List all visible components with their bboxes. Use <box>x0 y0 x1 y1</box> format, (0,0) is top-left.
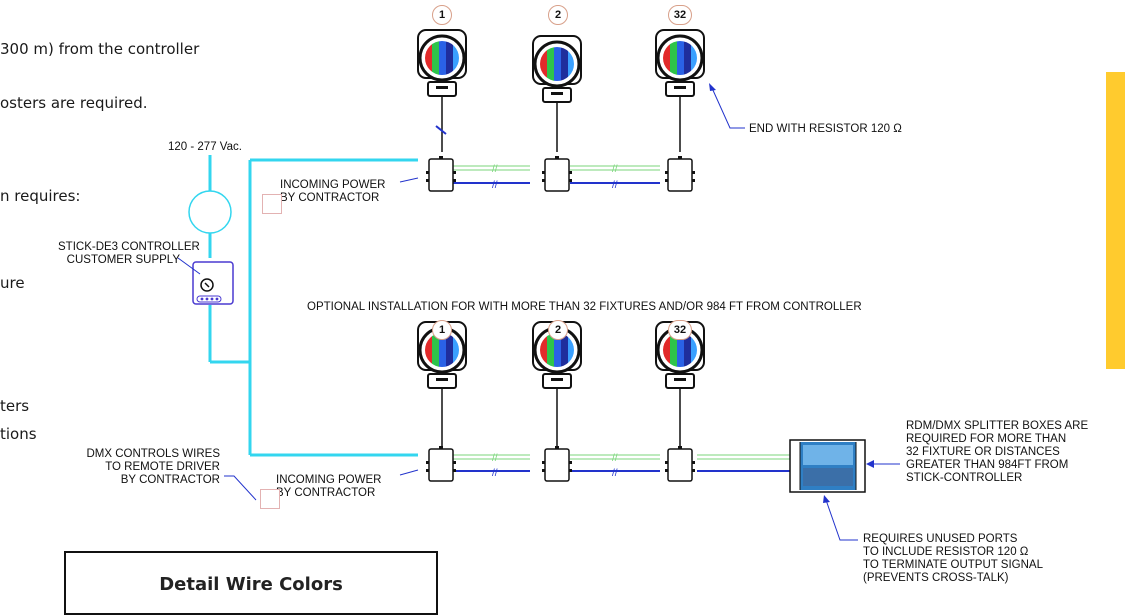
accent-bar <box>1106 72 1125 369</box>
left-text-line-2: osters are required. <box>0 94 148 112</box>
junction-box-icon <box>664 445 696 482</box>
fixture-number-badge: 1 <box>432 320 452 340</box>
end-resistor-label: END WITH RESISTOR 120 Ω <box>749 123 902 135</box>
svg-text://: // <box>612 468 618 479</box>
fixture-number-badge: 2 <box>548 5 568 25</box>
fixture-number-badge: 32 <box>668 320 692 340</box>
controller-icon <box>192 261 234 305</box>
left-text-line-1: 300 m) from the controller <box>0 40 200 58</box>
supply-voltage-label: 120 - 277 Vac. <box>168 141 242 153</box>
svg-text://: // <box>612 180 618 191</box>
splitter-box-icon <box>789 439 866 493</box>
svg-text://: // <box>492 453 498 464</box>
left-text-line-3: n requires: <box>0 187 81 205</box>
fixture-icon <box>656 30 704 108</box>
fixture-icon <box>533 36 581 114</box>
left-text-line-6: tions <box>0 425 37 443</box>
wiring-diagram: // // // // // // // // <box>177 0 900 541</box>
junction-box-icon <box>664 155 696 192</box>
controller-label: STICK-DE3 CONTROLLER CUSTOMER SUPPLY <box>58 241 200 266</box>
svg-text://: // <box>492 164 498 175</box>
splitter-note: RDM/DMX SPLITTER BOXES ARE REQUIRED FOR … <box>906 420 1089 484</box>
fixture-number-badge: 1 <box>432 5 452 25</box>
fixture-icon <box>418 30 466 108</box>
legend-title: Detail Wire Colors <box>159 574 343 595</box>
dmx-wires-label: DMX CONTROLS WIRES TO REMOTE DRIVER BY C… <box>86 448 220 486</box>
power-source-box <box>260 489 280 509</box>
wire-colors-legend: Detail Wire Colors <box>64 551 438 615</box>
incoming-power-label-top: INCOMING POWER BY CONTRACTOR <box>280 179 386 204</box>
incoming-power-label-bottom: INCOMING POWER BY CONTRACTOR <box>276 474 382 499</box>
junction-box-icon <box>541 445 573 482</box>
fixture-number-badge: 2 <box>548 320 568 340</box>
power-source-box <box>262 194 282 214</box>
junction-box-icon <box>425 445 457 482</box>
junction-box-icon <box>425 155 457 192</box>
optional-installation-label: OPTIONAL INSTALLATION FOR WITH MORE THAN… <box>307 301 862 313</box>
svg-text://: // <box>492 468 498 479</box>
fixture-number-badge: 32 <box>668 5 692 25</box>
svg-text://: // <box>612 453 618 464</box>
left-text-line-4: ure <box>0 274 25 292</box>
junction-box-icon <box>541 155 573 192</box>
svg-text://: // <box>612 164 618 175</box>
left-text-line-5: ters <box>0 397 30 415</box>
unused-ports-note: REQUIRES UNUSED PORTS TO INCLUDE RESISTO… <box>863 533 1043 584</box>
svg-text://: // <box>492 180 498 191</box>
